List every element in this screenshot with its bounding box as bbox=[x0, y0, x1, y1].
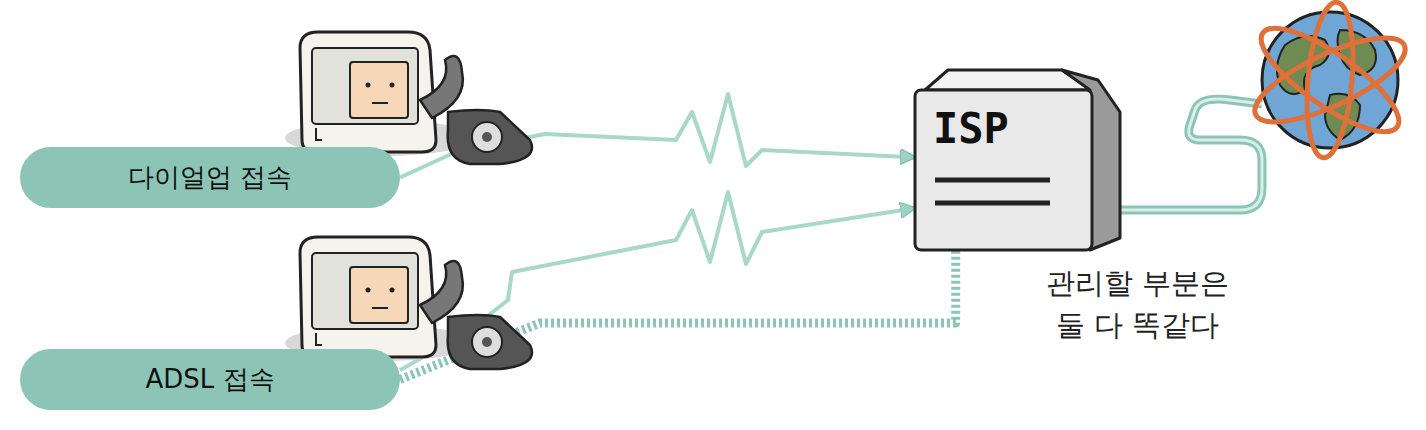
node-text: 다이얼업 접속 bbox=[128, 160, 292, 195]
note-text: 관리할 부분은 둘 다 똑같다 bbox=[1030, 262, 1245, 346]
network-wire-highlight bbox=[1115, 99, 1262, 210]
adsl-line bbox=[400, 251, 956, 380]
computer bbox=[285, 32, 532, 164]
internet-globe bbox=[1245, 0, 1416, 159]
connection-band: ADSL 접속 bbox=[20, 349, 400, 410]
network-wire bbox=[1115, 99, 1262, 210]
isp-box: ISP bbox=[915, 90, 1092, 250]
node-text: ADSL 접속 bbox=[145, 362, 274, 397]
signal-arrow bbox=[400, 192, 913, 370]
isp-server bbox=[915, 70, 1120, 250]
connection-band: 다이얼업 접속 bbox=[20, 147, 400, 208]
node-text: ISP bbox=[933, 104, 1009, 153]
signal-arrow bbox=[400, 94, 913, 178]
